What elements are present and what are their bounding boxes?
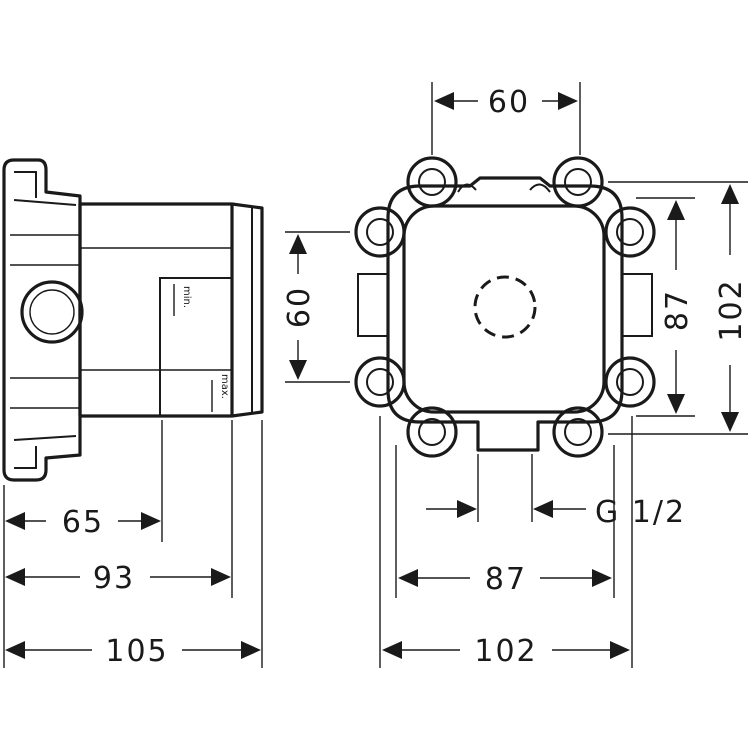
dim-60-top-label: 60 [488,85,530,120]
dimension-105: 105 [5,634,261,669]
side-view: min. max. 65 93 105 [2,158,264,669]
front-mounting-lug [552,156,604,208]
front-mounting-lug [354,356,406,408]
front-left-connector [357,273,389,337]
dim-105-label: 105 [105,634,168,669]
dim-87-right-label: 87 [660,289,695,331]
max-label: max. [219,374,230,399]
side-depth-window [159,277,233,417]
dim-65-label: 65 [62,505,104,540]
side-flange-inner [13,171,77,469]
front-mounting-lug [354,206,406,258]
dim-60-side-label: 60 [282,286,317,328]
dim-102-bottom-label: 102 [474,634,537,669]
thread-dimension: G 1/2 [426,495,686,530]
front-mounting-lug [604,206,656,258]
front-view: 60 60 87 102 [282,82,749,669]
front-mounting-lug [406,406,458,458]
side-body [78,202,234,418]
dim-87-bottom-label: 87 [485,562,527,597]
min-label: min. [181,286,192,308]
dim-93-label: 93 [93,561,135,596]
dimension-87-bottom: 87 [398,562,612,597]
front-right-connector [621,273,653,337]
dim-102-right-label: 102 [714,278,749,341]
dimension-93: 93 [5,561,231,596]
front-top-detail [457,183,551,193]
side-inlet-inner [29,289,75,335]
front-mounting-lug [552,406,604,458]
front-mounting-lug [406,156,458,208]
thread-label: G 1/2 [595,495,686,530]
front-center-dashed-circle [473,275,537,339]
front-outer-frame [386,176,624,452]
side-inlet-connector [20,280,84,344]
side-front-cap [231,202,264,418]
dimension-65: 65 [5,505,161,540]
dimension-102-bottom: 102 [382,634,630,669]
dimension-87-right: 87 [660,200,695,414]
front-mounting-lug [604,356,656,408]
front-inner-square [402,204,606,414]
side-flange-outline [2,158,82,482]
dimension-102-right: 102 [714,184,749,432]
dimension-60-top: 60 [434,85,578,120]
dimension-60-side: 60 [282,234,317,380]
